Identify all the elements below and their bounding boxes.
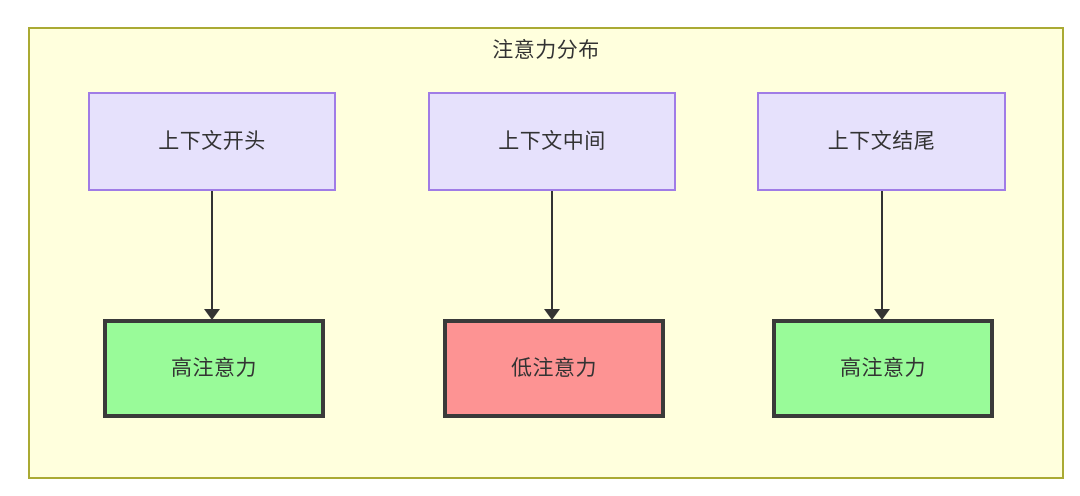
node-low-attention-middle-label: 低注意力 (511, 356, 597, 380)
node-context-end[interactable]: 上下文结尾 (757, 92, 1006, 191)
node-high-attention-start-label: 高注意力 (171, 356, 257, 380)
node-high-attention-end-label: 高注意力 (840, 356, 926, 380)
node-context-start[interactable]: 上下文开头 (88, 92, 336, 191)
node-context-middle[interactable]: 上下文中间 (428, 92, 676, 191)
arrowhead-context-end-icon (874, 309, 890, 320)
node-context-end-label: 上下文结尾 (827, 129, 936, 153)
arrowhead-context-start-icon (204, 309, 220, 320)
edge-context-end-to-high-attention (881, 191, 883, 316)
edge-context-start-to-high-attention (211, 191, 213, 316)
node-context-start-label: 上下文开头 (158, 129, 266, 153)
node-high-attention-start[interactable]: 高注意力 (103, 319, 325, 418)
diagram-title: 注意力分布 (492, 39, 600, 62)
node-high-attention-end[interactable]: 高注意力 (772, 319, 994, 418)
attention-distribution-container: 注意力分布 上下文开头 上下文中间 上下文结尾 高注意力 低注意力 高注意力 (28, 27, 1064, 479)
arrowhead-context-middle-icon (544, 309, 560, 320)
node-low-attention-middle[interactable]: 低注意力 (443, 319, 665, 418)
edge-context-middle-to-low-attention (551, 191, 553, 316)
node-context-middle-label: 上下文中间 (498, 129, 606, 153)
